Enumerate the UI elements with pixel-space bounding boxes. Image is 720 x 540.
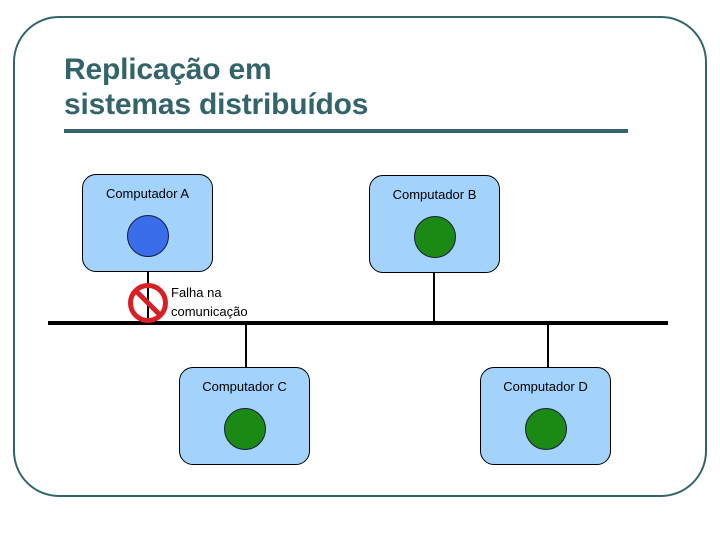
page-title-text: Replicação em sistemas distribuídos: [64, 53, 369, 122]
node-label-computador-c: Computador C: [202, 379, 287, 394]
title-underline-rule: [64, 129, 628, 133]
node-computador-d[interactable]: Computador D: [480, 367, 611, 465]
page-title: Replicação em sistemas distribuídos: [64, 52, 624, 123]
network-bus-line: [48, 321, 668, 325]
node-computador-b[interactable]: Computador B: [369, 175, 500, 273]
node-label-computador-b: Computador B: [392, 187, 477, 202]
connector-computador-b: [433, 272, 435, 323]
node-computador-c[interactable]: Computador C: [179, 367, 310, 465]
connector-computador-a: [147, 270, 149, 323]
no-entry-icon: [126, 281, 170, 325]
node-label-computador-a: Computador A: [105, 186, 190, 201]
status-indicator-computador-a: [126, 215, 169, 257]
connector-computador-c: [245, 323, 247, 367]
failure-label-text: Falha na comunicação: [171, 285, 248, 319]
status-indicator-computador-d: [524, 408, 567, 450]
node-computador-a[interactable]: Computador A: [82, 174, 213, 272]
connector-computador-d: [547, 323, 549, 367]
status-indicator-computador-c: [223, 408, 266, 450]
status-indicator-computador-b: [413, 216, 456, 258]
node-label-computador-d: Computador D: [503, 379, 588, 394]
